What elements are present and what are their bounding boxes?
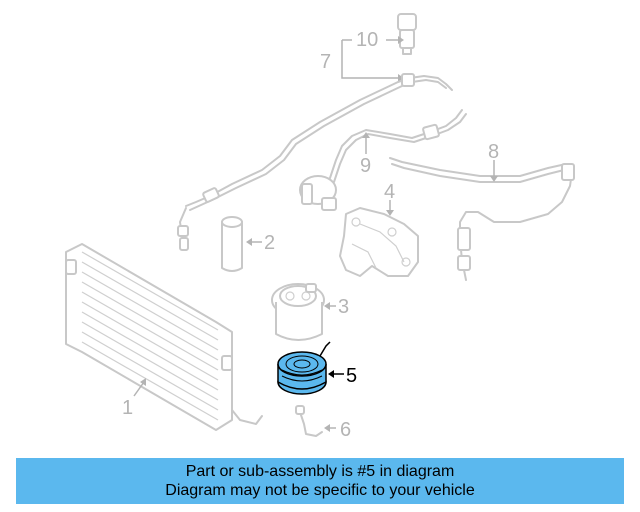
callout-4: 4 bbox=[384, 181, 395, 203]
callout-8: 8 bbox=[488, 141, 499, 163]
part-5-compressor-clutch[interactable] bbox=[277, 341, 344, 395]
part-1-condenser[interactable] bbox=[65, 243, 263, 431]
callout-bracket-7-10 bbox=[341, 36, 404, 82]
part-9-suction-hose[interactable] bbox=[299, 109, 467, 211]
part-7-refrigerant-line[interactable] bbox=[177, 73, 453, 251]
banner-line-2: Diagram may not be specific to your vehi… bbox=[165, 482, 475, 499]
part-6-small-hose[interactable] bbox=[295, 405, 336, 437]
callout-7: 7 bbox=[320, 51, 331, 73]
part-4-mounting-bracket[interactable] bbox=[339, 200, 419, 277]
info-banner: Part or sub-assembly is #5 in diagram Di… bbox=[16, 458, 624, 504]
part-2-receiver-drier[interactable] bbox=[221, 216, 262, 272]
callout-9: 9 bbox=[360, 155, 371, 177]
callout-3: 3 bbox=[338, 296, 349, 318]
part-10-pressure-switch[interactable] bbox=[397, 13, 417, 55]
banner-line-1: Part or sub-assembly is #5 in diagram bbox=[185, 463, 455, 480]
callout-6: 6 bbox=[340, 419, 351, 441]
callout-5: 5 bbox=[346, 365, 357, 387]
callout-2: 2 bbox=[264, 232, 275, 254]
callout-1: 1 bbox=[122, 397, 133, 419]
part-8-hose-assembly[interactable] bbox=[389, 157, 575, 281]
part-3-compressor[interactable] bbox=[271, 283, 336, 341]
callout-10: 10 bbox=[356, 29, 378, 51]
